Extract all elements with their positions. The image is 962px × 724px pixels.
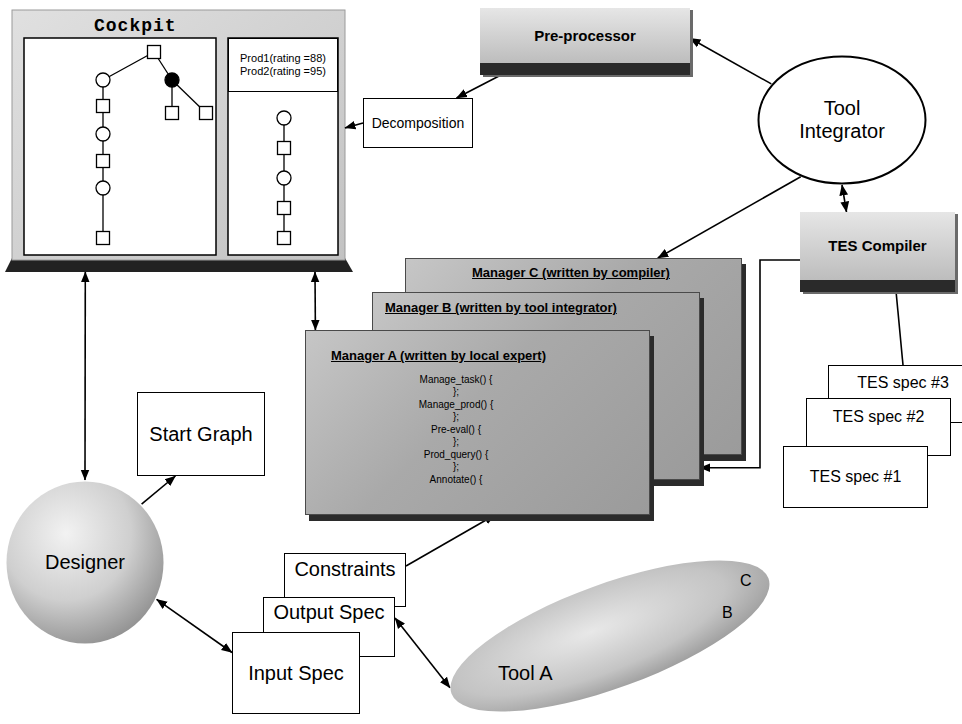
drawing-part [97, 100, 110, 113]
tool-capsule: CB Tool A [450, 560, 770, 712]
spec-sheet: TES spec #1 [783, 446, 928, 508]
connector-arrow [842, 185, 847, 212]
connector-arrow [314, 272, 316, 330]
node-label: TES spec #1 [810, 468, 902, 486]
node-label: Manager B (written by tool integrator) [385, 301, 617, 316]
drawing-part [103, 52, 154, 80]
process-box: Decomposition [363, 98, 473, 148]
connector-arrow [896, 292, 903, 365]
connector-arrow [395, 618, 450, 688]
node-label: Decomposition [372, 115, 465, 131]
node-label: Constraints [294, 558, 395, 581]
compiler-slab: TES Compiler [800, 212, 955, 292]
drawing-part [97, 232, 110, 245]
drawing-part [200, 107, 213, 120]
node-label: Cockpit [94, 16, 177, 37]
drawing-part [166, 107, 179, 120]
node-label: Input Spec [248, 662, 344, 685]
connector-arrow [658, 177, 801, 258]
manager-sheet: Manager A (written by local expert) Manag… [305, 330, 650, 515]
node-label: Output Spec [273, 601, 384, 624]
node-label: Pre-processor [534, 27, 636, 44]
node-label: TES spec #2 [833, 408, 925, 426]
node-outline [450, 560, 770, 712]
drawing-part [277, 111, 291, 125]
node-text: Tool A [498, 662, 552, 685]
drawing-part [165, 73, 179, 87]
node-text: }; [346, 461, 566, 472]
designer-sphere: Designer [5, 480, 165, 645]
node-label: TES Compiler [828, 237, 926, 254]
drawing-part [278, 142, 291, 155]
drawing-part [96, 127, 110, 141]
tree-panel [24, 38, 216, 255]
preprocessor-slab: Pre-processor [480, 8, 690, 75]
connector-arrow [406, 515, 495, 566]
node-text: Manage_prod() { [346, 399, 566, 410]
cockpit-panel: CockpitProd1(rating =88)Prod2(rating =95… [12, 10, 345, 272]
drawing-part [278, 202, 291, 215]
node-text: Prod_query() { [346, 449, 566, 460]
capsule-outline [434, 529, 786, 724]
drawing-part [96, 181, 110, 195]
drawing-part [96, 73, 110, 87]
node-label: Manager C (written by compiler) [406, 266, 736, 281]
drawing-part [148, 46, 161, 59]
node-text: Pre-eval() { [346, 424, 566, 435]
node-text: }; [346, 436, 566, 447]
spec-sheet: Input Spec [232, 632, 360, 714]
tree-panel [228, 38, 338, 255]
drawing-part [97, 155, 110, 168]
node-text: }; [346, 386, 566, 397]
process-box: Start Graph [137, 392, 265, 476]
node-text: Manage_task() { [346, 374, 566, 385]
node-label: Tool Integrator [787, 97, 897, 143]
drawing-part [277, 171, 291, 185]
node-label: Prod1(rating =88) [240, 52, 326, 65]
connector-arrow [690, 38, 771, 84]
ellipse-outline [7, 482, 164, 644]
cockpit-face [12, 10, 345, 260]
node-label: Start Graph [149, 423, 252, 446]
node-label: C [740, 572, 752, 590]
node-text: Prod2(rating =95) [240, 65, 326, 78]
connector-arrow [345, 123, 363, 128]
node-text: Annotate() { [346, 474, 566, 485]
integrator-ellipse: Tool Integrator [757, 55, 927, 185]
connector-arrow [157, 599, 232, 652]
node-text: }; [346, 411, 566, 422]
node-label: Designer [45, 551, 125, 574]
ellipse-outline [759, 57, 926, 184]
connector-arrow [457, 75, 502, 98]
node-label: Manager A (written by local expert) [331, 349, 546, 364]
connector-arrow [84, 272, 86, 480]
product-list: Prod1(rating =88)Prod2(rating =95) [228, 38, 338, 92]
drawing-part [278, 232, 291, 245]
node-text: B [722, 604, 733, 622]
node-label: TES spec #3 [857, 374, 949, 392]
connector-arrow [142, 476, 176, 504]
